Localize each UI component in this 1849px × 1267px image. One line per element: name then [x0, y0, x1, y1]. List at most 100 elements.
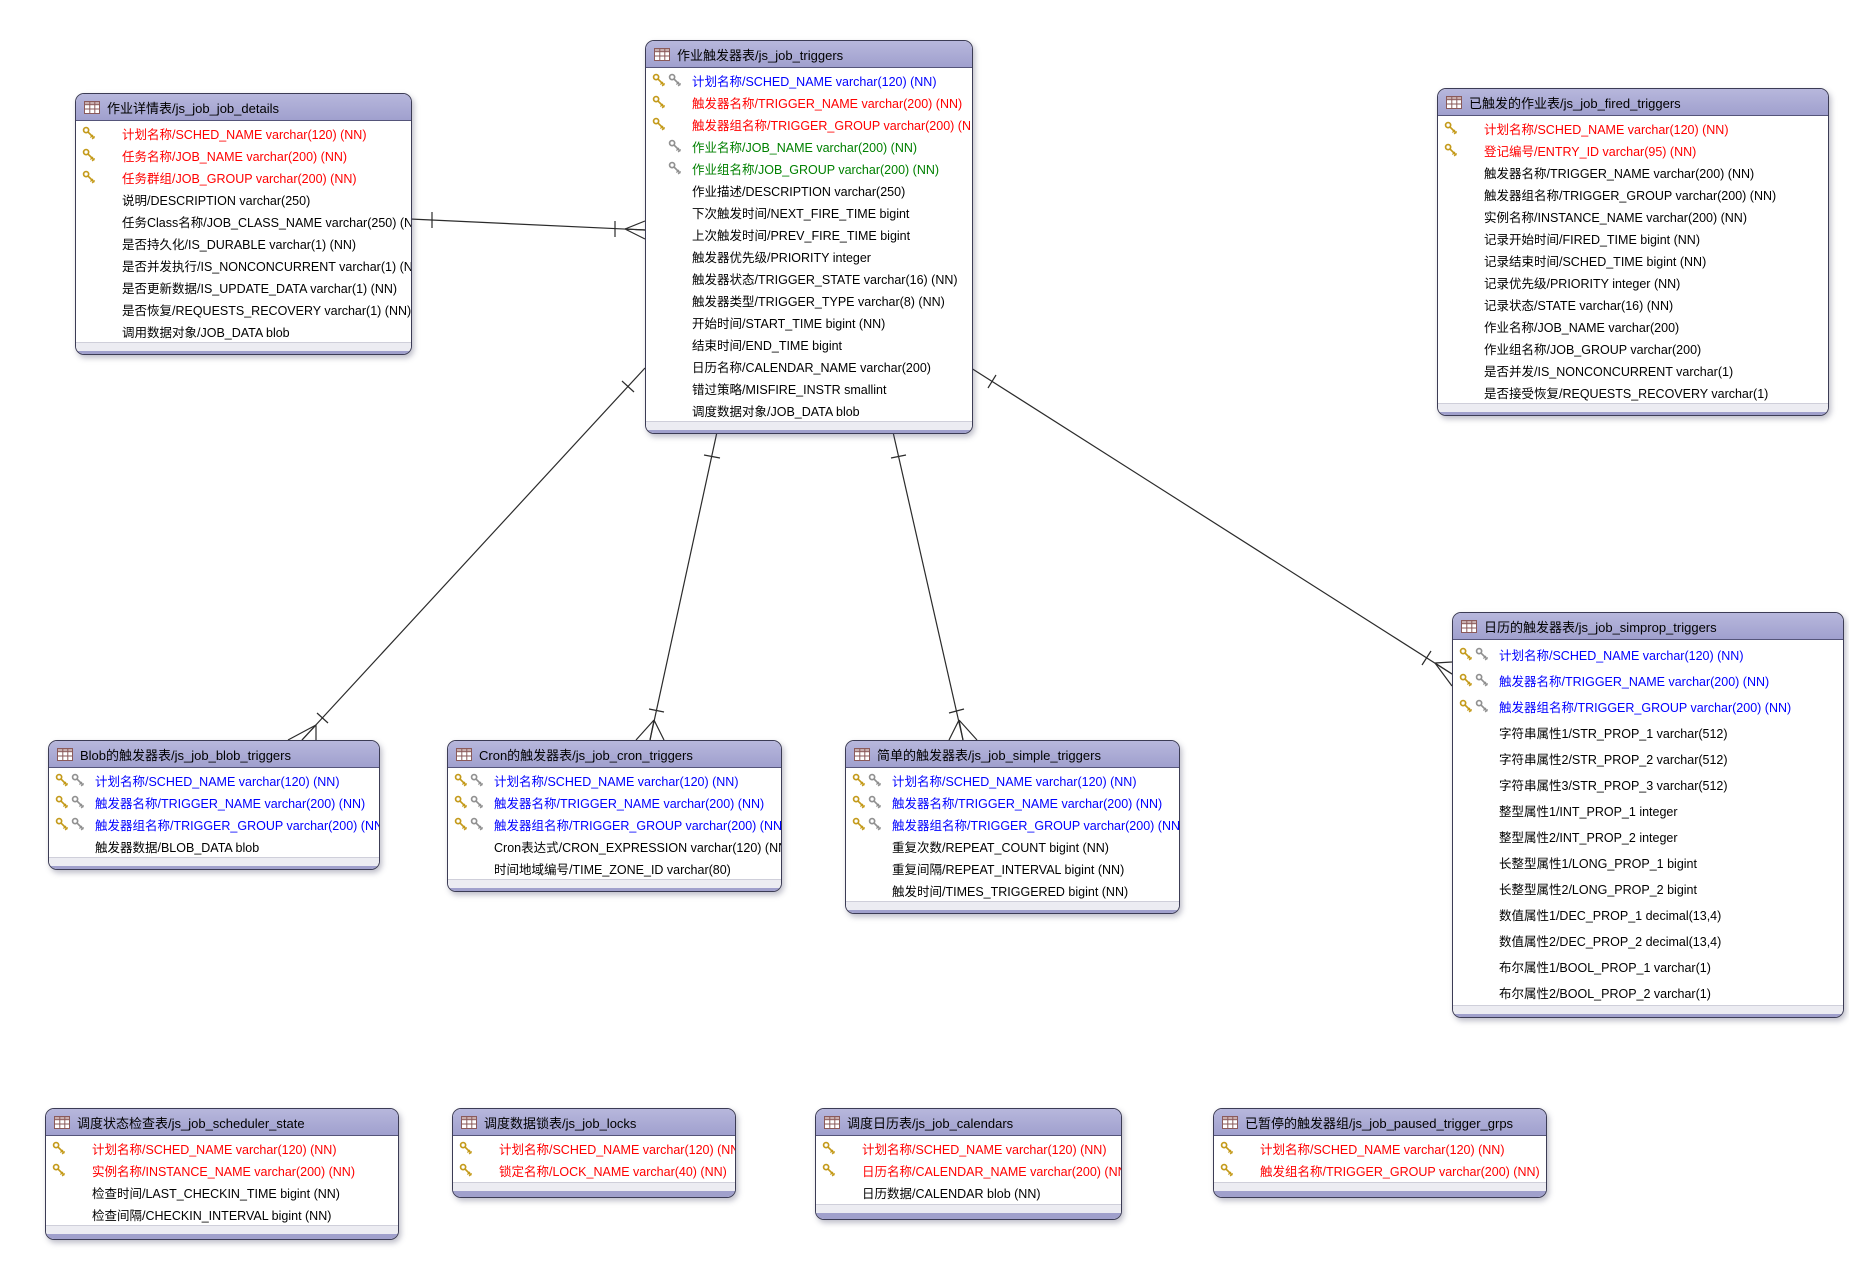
table-field-row[interactable]: 开始时间/START_TIME bigint (NN) [646, 311, 972, 333]
entity-js-job-cron-triggers[interactable]: Cron的触发器表/js_job_cron_triggers 计划名称/SCHE… [447, 740, 782, 892]
table-field-row[interactable]: 是否接受恢复/REQUESTS_RECOVERY varchar(1) [1438, 381, 1828, 403]
table-header[interactable]: 已触发的作业表/js_job_fired_triggers [1438, 89, 1828, 116]
table-field-row[interactable]: 是否持久化/IS_DURABLE varchar(1) (NN) [76, 232, 411, 254]
table-field-row[interactable]: 时间地域编号/TIME_ZONE_ID varchar(80) [448, 857, 781, 879]
entity-js-job-triggers[interactable]: 作业触发器表/js_job_triggers 计划名称/SCHED_NAME v… [645, 40, 973, 434]
table-field-row[interactable]: 是否并发/IS_NONCONCURRENT varchar(1) [1438, 359, 1828, 381]
table-field-row[interactable]: 任务名称/JOB_NAME varchar(200) (NN) [76, 144, 411, 166]
entity-js-job-simprop-triggers[interactable]: 日历的触发器表/js_job_simprop_triggers 计划名称/SCH… [1452, 612, 1844, 1018]
table-field-row[interactable]: 登记编号/ENTRY_ID varchar(95) (NN) [1438, 139, 1828, 161]
table-field-row[interactable]: 说明/DESCRIPTION varchar(250) [76, 188, 411, 210]
table-field-row[interactable]: 数值属性2/DEC_PROP_2 decimal(13,4) [1453, 927, 1843, 953]
table-field-row[interactable]: 调度数据对象/JOB_DATA blob [646, 399, 972, 421]
table-field-row[interactable]: 日历数据/CALENDAR blob (NN) [816, 1181, 1121, 1203]
table-field-row[interactable]: 下次触发时间/NEXT_FIRE_TIME bigint [646, 201, 972, 223]
entity-js-job-locks[interactable]: 调度数据锁表/js_job_locks 计划名称/SCHED_NAME varc… [452, 1108, 736, 1198]
table-field-row[interactable]: 记录状态/STATE varchar(16) (NN) [1438, 293, 1828, 315]
table-field-row[interactable]: 计划名称/SCHED_NAME varchar(120) (NN) [448, 769, 781, 791]
entity-js-job-simple-triggers[interactable]: 简单的触发器表/js_job_simple_triggers 计划名称/SCHE… [845, 740, 1180, 914]
relationship-triggers-to-cron-triggers[interactable] [635, 431, 721, 741]
table-field-row[interactable]: 触发器类型/TRIGGER_TYPE varchar(8) (NN) [646, 289, 972, 311]
table-field-row[interactable]: 触发器组名称/TRIGGER_GROUP varchar(200) (NN) [448, 813, 781, 835]
table-field-row[interactable]: 触发器优先级/PRIORITY integer [646, 245, 972, 267]
table-field-row[interactable]: 触发时间/TIMES_TRIGGERED bigint (NN) [846, 879, 1179, 901]
table-field-row[interactable]: 作业描述/DESCRIPTION varchar(250) [646, 179, 972, 201]
table-field-row[interactable]: 作业名称/JOB_NAME varchar(200) [1438, 315, 1828, 337]
table-field-row[interactable]: 计划名称/SCHED_NAME varchar(120) (NN) [46, 1137, 398, 1159]
table-field-row[interactable]: 触发器名称/TRIGGER_NAME varchar(200) (NN) [846, 791, 1179, 813]
table-field-row[interactable]: 字符串属性1/STR_PROP_1 varchar(512) [1453, 719, 1843, 745]
table-field-row[interactable]: 布尔属性1/BOOL_PROP_1 varchar(1) [1453, 953, 1843, 979]
table-field-row[interactable]: 触发器组名称/TRIGGER_GROUP varchar(200) (NN) [846, 813, 1179, 835]
table-field-row[interactable]: 计划名称/SCHED_NAME varchar(120) (NN) [453, 1137, 735, 1159]
table-field-row[interactable]: 长整型属性1/LONG_PROP_1 bigint [1453, 849, 1843, 875]
relationship-triggers-to-simprop-triggers[interactable] [970, 367, 1453, 687]
entity-js-job-scheduler-state[interactable]: 调度状态检查表/js_job_scheduler_state 计划名称/SCHE… [45, 1108, 399, 1240]
table-field-row[interactable]: 触发器名称/TRIGGER_NAME varchar(200) (NN) [1453, 667, 1843, 693]
table-field-row[interactable]: 锁定名称/LOCK_NAME varchar(40) (NN) [453, 1159, 735, 1181]
table-field-row[interactable]: 重复间隔/REPEAT_INTERVAL bigint (NN) [846, 857, 1179, 879]
table-field-row[interactable]: 结束时间/END_TIME bigint [646, 333, 972, 355]
table-header[interactable]: 作业详情表/js_job_job_details [76, 94, 411, 121]
table-field-row[interactable]: 错过策略/MISFIRE_INSTR smallint [646, 377, 972, 399]
table-field-row[interactable]: 布尔属性2/BOOL_PROP_2 varchar(1) [1453, 979, 1843, 1005]
table-field-row[interactable]: 数值属性1/DEC_PROP_1 decimal(13,4) [1453, 901, 1843, 927]
table-field-row[interactable]: 实例名称/INSTANCE_NAME varchar(200) (NN) [1438, 205, 1828, 227]
entity-js-job-fired-triggers[interactable]: 已触发的作业表/js_job_fired_triggers 计划名称/SCHED… [1437, 88, 1829, 416]
table-field-row[interactable]: 长整型属性2/LONG_PROP_2 bigint [1453, 875, 1843, 901]
table-field-row[interactable]: 记录结束时间/SCHED_TIME bigint (NN) [1438, 249, 1828, 271]
table-field-row[interactable]: 字符串属性3/STR_PROP_3 varchar(512) [1453, 771, 1843, 797]
table-field-row[interactable]: 整型属性1/INT_PROP_1 integer [1453, 797, 1843, 823]
table-field-row[interactable]: 实例名称/INSTANCE_NAME varchar(200) (NN) [46, 1159, 398, 1181]
table-field-row[interactable]: 作业名称/JOB_NAME varchar(200) (NN) [646, 135, 972, 157]
table-field-row[interactable]: 触发器状态/TRIGGER_STATE varchar(16) (NN) [646, 267, 972, 289]
table-field-row[interactable]: 记录开始时间/FIRED_TIME bigint (NN) [1438, 227, 1828, 249]
table-field-row[interactable]: 计划名称/SCHED_NAME varchar(120) (NN) [49, 769, 379, 791]
table-header[interactable]: 调度状态检查表/js_job_scheduler_state [46, 1109, 398, 1136]
table-field-row[interactable]: 作业组名称/JOB_GROUP varchar(200) [1438, 337, 1828, 359]
table-header[interactable]: 调度日历表/js_job_calendars [816, 1109, 1121, 1136]
table-field-row[interactable]: 触发器组名称/TRIGGER_GROUP varchar(200) (NN) [1453, 693, 1843, 719]
table-header[interactable]: Cron的触发器表/js_job_cron_triggers [448, 741, 781, 768]
table-field-row[interactable]: 是否并发执行/IS_NONCONCURRENT varchar(1) (NN) [76, 254, 411, 276]
table-field-row[interactable]: 计划名称/SCHED_NAME varchar(120) (NN) [76, 122, 411, 144]
table-field-row[interactable]: 计划名称/SCHED_NAME varchar(120) (NN) [816, 1137, 1121, 1159]
table-field-row[interactable]: 触发器名称/TRIGGER_NAME varchar(200) (NN) [448, 791, 781, 813]
entity-js-job-calendars[interactable]: 调度日历表/js_job_calendars 计划名称/SCHED_NAME v… [815, 1108, 1122, 1220]
table-field-row[interactable]: 触发器名称/TRIGGER_NAME varchar(200) (NN) [646, 91, 972, 113]
table-field-row[interactable]: 日历名称/CALENDAR_NAME varchar(200) (NN) [816, 1159, 1121, 1181]
table-field-row[interactable]: 计划名称/SCHED_NAME varchar(120) (NN) [1214, 1137, 1546, 1159]
table-field-row[interactable]: 触发器组名称/TRIGGER_GROUP varchar(200) (NN) [49, 813, 379, 835]
table-field-row[interactable]: 任务Class名称/JOB_CLASS_NAME varchar(250) (N… [76, 210, 411, 232]
table-field-row[interactable]: 记录优先级/PRIORITY integer (NN) [1438, 271, 1828, 293]
table-header[interactable]: 已暂停的触发器组/js_job_paused_trigger_grps [1214, 1109, 1546, 1136]
table-header[interactable]: 作业触发器表/js_job_triggers [646, 41, 972, 68]
table-field-row[interactable]: 是否恢复/REQUESTS_RECOVERY varchar(1) (NN) [76, 298, 411, 320]
entity-js-job-paused-trigger-grps[interactable]: 已暂停的触发器组/js_job_paused_trigger_grps 计划名称… [1213, 1108, 1547, 1198]
relationship-triggers-to-blob-triggers[interactable] [287, 367, 646, 741]
relationship-job-details-to-triggers[interactable] [409, 212, 646, 240]
table-field-row[interactable]: 是否更新数据/IS_UPDATE_DATA varchar(1) (NN) [76, 276, 411, 298]
table-field-row[interactable]: 触发器组名称/TRIGGER_GROUP varchar(200) (NN) [1438, 183, 1828, 205]
table-field-row[interactable]: 计划名称/SCHED_NAME varchar(120) (NN) [1438, 117, 1828, 139]
table-field-row[interactable]: 触发器数据/BLOB_DATA blob [49, 835, 379, 857]
table-header[interactable]: 调度数据锁表/js_job_locks [453, 1109, 735, 1136]
table-field-row[interactable]: 重复次数/REPEAT_COUNT bigint (NN) [846, 835, 1179, 857]
table-field-row[interactable]: 字符串属性2/STR_PROP_2 varchar(512) [1453, 745, 1843, 771]
table-field-row[interactable]: 作业组名称/JOB_GROUP varchar(200) (NN) [646, 157, 972, 179]
table-field-row[interactable]: 计划名称/SCHED_NAME varchar(120) (NN) [646, 69, 972, 91]
table-field-row[interactable]: 上次触发时间/PREV_FIRE_TIME bigint [646, 223, 972, 245]
table-header[interactable]: 简单的触发器表/js_job_simple_triggers [846, 741, 1179, 768]
table-field-row[interactable]: 日历名称/CALENDAR_NAME varchar(200) [646, 355, 972, 377]
table-header[interactable]: Blob的触发器表/js_job_blob_triggers [49, 741, 379, 768]
table-field-row[interactable]: 任务群组/JOB_GROUP varchar(200) (NN) [76, 166, 411, 188]
table-field-row[interactable]: 整型属性2/INT_PROP_2 integer [1453, 823, 1843, 849]
table-field-row[interactable]: 计划名称/SCHED_NAME varchar(120) (NN) [1453, 641, 1843, 667]
entity-js-job-job-details[interactable]: 作业详情表/js_job_job_details 计划名称/SCHED_NAME… [75, 93, 412, 355]
relationship-triggers-to-simple-triggers[interactable] [890, 431, 978, 741]
table-field-row[interactable]: Cron表达式/CRON_EXPRESSION varchar(120) (NN… [448, 835, 781, 857]
table-field-row[interactable]: 触发器名称/TRIGGER_NAME varchar(200) (NN) [49, 791, 379, 813]
table-field-row[interactable]: 触发组名称/TRIGGER_GROUP varchar(200) (NN) [1214, 1159, 1546, 1181]
entity-js-job-blob-triggers[interactable]: Blob的触发器表/js_job_blob_triggers 计划名称/SCHE… [48, 740, 380, 870]
table-field-row[interactable]: 检查时间/LAST_CHECKIN_TIME bigint (NN) [46, 1181, 398, 1203]
